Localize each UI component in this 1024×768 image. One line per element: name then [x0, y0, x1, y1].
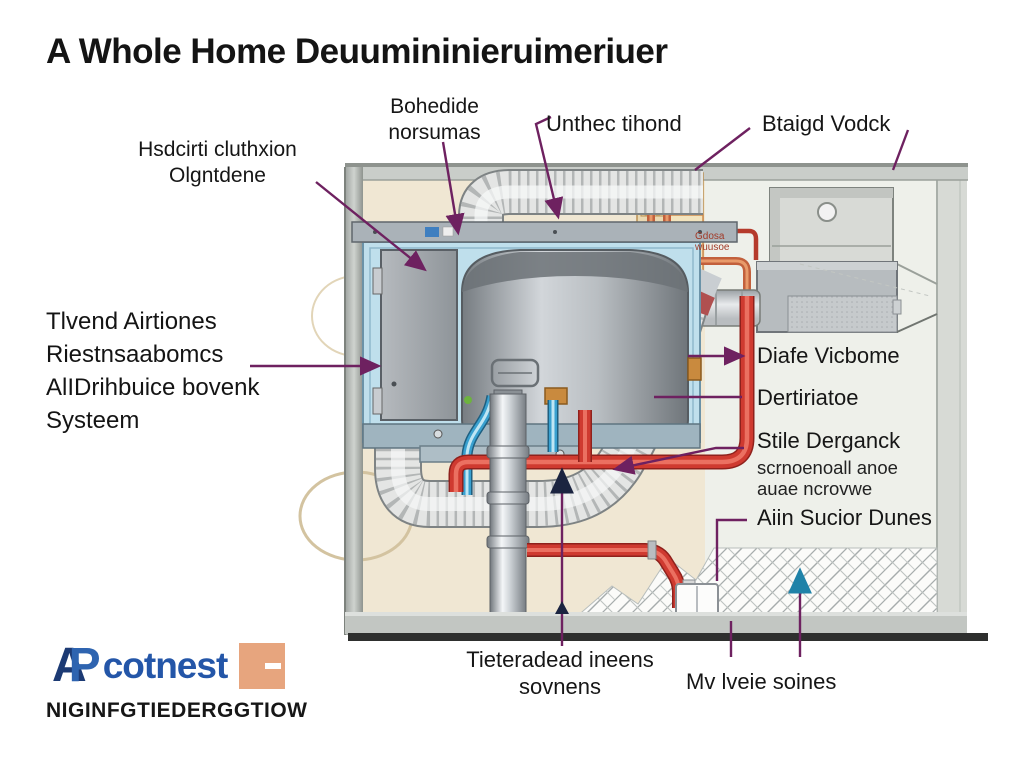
- leader-lines: [250, 115, 910, 657]
- label-left-block-line4: Systeem: [46, 407, 140, 434]
- label-tiny-note: Gdosa wuusoe: [695, 231, 729, 253]
- floor-arrowhead: [555, 601, 569, 614]
- label-exhaust: Bohedide norsumas: [352, 94, 517, 146]
- label-branch: Btaigd Vodck: [762, 111, 891, 136]
- drain-pipe: [486, 389, 530, 635]
- bottom-bracket: [362, 423, 701, 449]
- left-frame-bar: [344, 167, 363, 635]
- furnace-knob: [817, 202, 837, 222]
- label-left-block-line3: AlIDrihbuice bovenk: [46, 374, 260, 401]
- tank-vent: [490, 358, 540, 388]
- logo-name: cotnest: [102, 644, 229, 686]
- label-bottom-right: Mv lveie soines: [686, 669, 837, 694]
- label-right3-line2: scrnoenoall anoe: [757, 457, 898, 478]
- label-tiny-note-line2: wuusoe: [695, 242, 730, 253]
- label-dedication: Hsdcirti cluthxion Olgntdene: [110, 137, 325, 189]
- logo-monogram-a: A: [52, 639, 87, 692]
- label-right3-line3: auae ncrovwe: [757, 478, 873, 499]
- label-bottom-center: Tieteradead ineens sovnens: [430, 646, 690, 700]
- label-right4: Aiin Sucior Dunes: [757, 505, 932, 530]
- status-led: [464, 396, 472, 404]
- flex-duct-top: [458, 169, 703, 246]
- label-dedication-line2: Olgntdene: [169, 164, 266, 187]
- label-right1: Diafe Vicbome: [757, 343, 900, 368]
- label-right2: Dertiriatoe: [757, 385, 859, 410]
- label-exhaust-line2: norsumas: [388, 121, 481, 144]
- logo-square-dash: [265, 662, 282, 669]
- floor: [345, 612, 988, 641]
- logo-monogram-p: P: [68, 639, 101, 692]
- label-upper-duct: Unthec tihond: [546, 111, 682, 136]
- label-right3-sub: scrnoenoall anoe auae ncrovwe: [757, 457, 898, 499]
- right-wall-corner: [936, 175, 967, 635]
- label-exhaust-line1: Bohedide: [390, 95, 479, 118]
- control-cabinet: [372, 249, 458, 421]
- label-left-block-line1: Tlvend Airtiones: [46, 308, 217, 335]
- label-dedication-line1: Hsdcirti cluthxion: [138, 138, 297, 161]
- red-pipe-loop: [448, 296, 755, 492]
- brand-logo: A P cotnest: [52, 638, 286, 693]
- label-left-block: Tlvend Airtiones Riestnsaabomcs AlIDrihb…: [46, 305, 259, 437]
- label-left-block-line2: Riestnsaabomcs: [46, 341, 224, 368]
- logo-tagline: NIGINFGTIEDERGGTIOW: [46, 699, 308, 722]
- top-channel: [351, 221, 738, 243]
- label-tiny-note-line1: Gdosa: [695, 231, 725, 242]
- label-bottom-center-line2: sovnens: [519, 674, 601, 699]
- label-bottom-center-line1: Tieteradead ineens: [466, 647, 654, 672]
- page-title: A Whole Home Deuumininieruimeriuer: [46, 32, 668, 71]
- logo-orange-square: [239, 642, 286, 689]
- label-right3: Stile Derganck: [757, 428, 901, 453]
